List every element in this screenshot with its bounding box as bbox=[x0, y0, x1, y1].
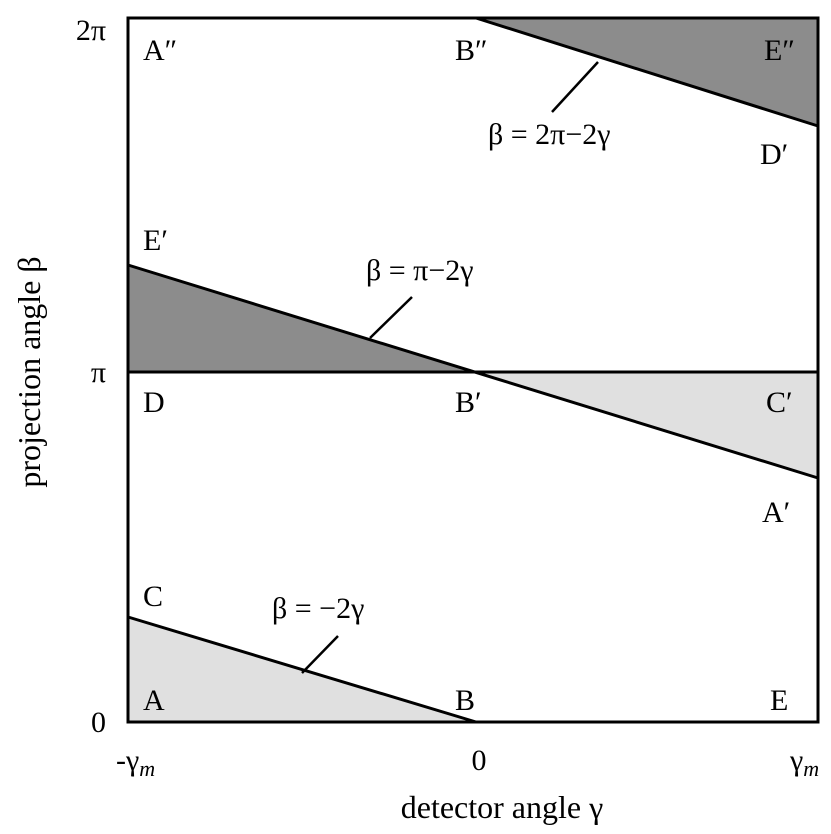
point-E-label: E bbox=[770, 684, 788, 717]
y-tick-pi: π bbox=[91, 356, 106, 389]
x-tick-minus-gamma-m: -γm bbox=[116, 744, 155, 781]
x-tick-left-symbol: -γ bbox=[116, 744, 139, 777]
equation-top-label: β = 2π−2γ bbox=[488, 118, 611, 151]
y-axis-title: projection angle β bbox=[11, 256, 47, 487]
y-tick-zero: 0 bbox=[91, 706, 106, 739]
point-A-double-prime-label: A″ bbox=[143, 34, 177, 67]
leader-top bbox=[551, 61, 599, 113]
x-tick-zero: 0 bbox=[472, 744, 487, 777]
point-A-prime-label: A′ bbox=[762, 496, 790, 529]
equation-bottom-label: β = −2γ bbox=[272, 592, 364, 625]
equation-middle-label: β = π−2γ bbox=[366, 254, 474, 287]
point-B-double-prime-label: B″ bbox=[455, 34, 488, 67]
point-C-label: C bbox=[143, 580, 163, 613]
leader-middle bbox=[369, 296, 413, 339]
x-tick-right-subscript: m bbox=[803, 756, 819, 781]
point-B-prime-label: B′ bbox=[455, 386, 482, 419]
point-D-label: D bbox=[143, 386, 165, 419]
point-A-label: A bbox=[143, 684, 165, 717]
point-D-prime-label: D′ bbox=[760, 138, 788, 171]
point-E-prime-label: E′ bbox=[143, 224, 168, 257]
x-axis-title: detector angle γ bbox=[401, 789, 603, 825]
line-beta-2pi-minus-2gamma bbox=[475, 16, 819, 128]
line-beta-pi-minus-2gamma bbox=[127, 263, 819, 480]
line-beta-minus-2gamma bbox=[127, 615, 477, 724]
x-tick-right-symbol: γ bbox=[789, 744, 803, 777]
leader-bottom bbox=[301, 635, 339, 674]
point-E-double-prime-label: E″ bbox=[764, 34, 795, 67]
point-B-label: B bbox=[455, 684, 475, 717]
x-tick-left-subscript: m bbox=[139, 756, 155, 781]
point-C-prime-label: C′ bbox=[766, 386, 793, 419]
y-tick-two-pi: 2π bbox=[76, 14, 106, 47]
x-tick-gamma-m: γm bbox=[789, 744, 819, 781]
